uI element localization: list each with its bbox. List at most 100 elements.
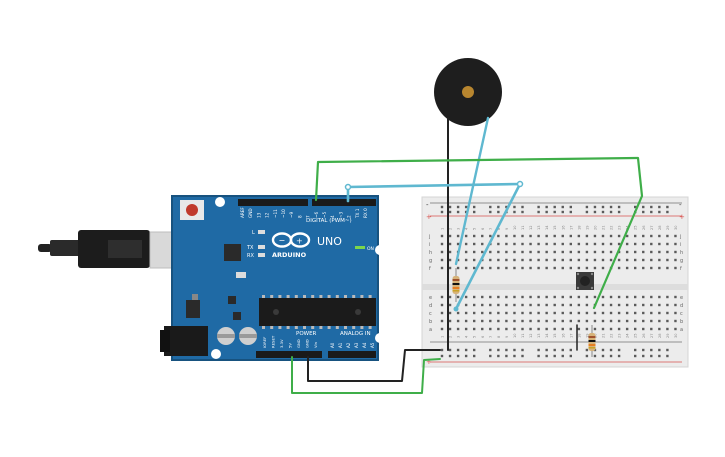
breadboard-hole: [473, 266, 476, 270]
breadboard-hole: [521, 258, 524, 262]
breadboard-body: [421, 196, 689, 368]
breadboard-hole: [650, 319, 653, 323]
reset-button-cap[interactable]: [186, 204, 198, 216]
breadboard-hole: [440, 327, 444, 331]
rail-hole: [561, 205, 564, 209]
breadboard-hole: [553, 266, 556, 270]
breadboard-hole: [601, 234, 605, 238]
analog-pin-label: A0: [330, 342, 335, 348]
digital-header-left: [238, 199, 308, 206]
breadboard-hole: [577, 295, 581, 299]
chip-pin: [352, 326, 356, 329]
chip-pin: [311, 295, 315, 298]
rail-hole: [464, 210, 468, 214]
rail-hole: [537, 205, 540, 209]
column-number: 5: [473, 336, 477, 338]
resistor-icon[interactable]: [588, 325, 596, 357]
small-chip: [228, 296, 236, 304]
breadboard-hole: [585, 327, 589, 331]
analog-label: ANALOG IN: [340, 331, 371, 337]
breadboard-hole: [505, 327, 508, 331]
chip-pin: [262, 295, 265, 298]
column-number: 17: [569, 225, 573, 230]
wire-cyan-pin3[interactable]: [346, 182, 522, 311]
breadboard-hole: [617, 319, 621, 323]
chip-pin: [303, 326, 306, 329]
rail-plus-label: +: [426, 213, 432, 221]
breadboard-hole: [569, 242, 572, 246]
breadboard-hole: [448, 250, 452, 254]
breadboard-hole: [440, 242, 444, 246]
breadboard-hole: [569, 319, 572, 323]
rail-hole: [497, 205, 500, 209]
breadboard-hole: [666, 258, 669, 262]
breadboard-hole: [642, 266, 645, 270]
wire-green-pin7[interactable]: [314, 156, 644, 310]
wire-bend-point: [344, 183, 352, 191]
breadboard-hole: [601, 295, 605, 299]
digital-pin-label: 13: [256, 212, 261, 218]
breadboard-hole: [609, 250, 613, 254]
digital-pin-label: ~5: [322, 211, 327, 218]
rail-hole: [593, 205, 597, 209]
breadboard-hole: [481, 327, 484, 331]
breadboard-hole: [537, 327, 540, 331]
breadboard-hole: [497, 303, 500, 307]
rail-hole: [650, 354, 653, 358]
rail-hole: [497, 348, 500, 352]
breadboard-hole: [456, 327, 460, 331]
row-letter: i: [680, 242, 681, 248]
chip-pin: [368, 295, 372, 298]
column-number: 24: [626, 333, 630, 338]
chip-pin: [262, 326, 265, 329]
breadboard-hole: [561, 250, 564, 254]
breadboard-hole: [537, 311, 540, 315]
breadboard-hole: [537, 242, 540, 246]
breadboard-hole: [674, 303, 677, 307]
breadboard-hole: [497, 266, 500, 270]
row-letter: i: [429, 242, 430, 248]
breadboard-hole: [634, 266, 637, 270]
breadboard-hole: [456, 234, 460, 238]
chip-pin: [368, 326, 372, 329]
power-jack[interactable]: [164, 326, 208, 356]
breadboard-hole: [561, 258, 564, 262]
breadboard-hole: [609, 311, 613, 315]
breadboard-hole: [593, 295, 597, 299]
chip-pin: [352, 295, 356, 298]
rail-hole: [650, 205, 653, 209]
breadboard-hole: [473, 234, 476, 238]
breadboard-hole: [473, 242, 476, 246]
breadboard-hole: [593, 258, 597, 262]
breadboard-hole: [464, 311, 468, 315]
pushbutton-icon[interactable]: [576, 272, 594, 290]
breadboard-hole: [650, 258, 653, 262]
rail-hole: [440, 210, 444, 214]
rail-hole: [634, 205, 637, 209]
breadboard-hole: [593, 234, 597, 238]
breadboard-hole: [642, 250, 645, 254]
rail-hole: [505, 354, 508, 358]
column-number: 20: [593, 225, 597, 230]
breadboard-hole: [593, 319, 597, 323]
resistor-icon[interactable]: [452, 268, 460, 302]
wire-green-5v[interactable]: [291, 356, 441, 394]
breadboard-hole: [674, 327, 677, 331]
piezo-buzzer-icon[interactable]: [434, 58, 502, 126]
rail-hole: [569, 205, 572, 209]
column-number: 14: [545, 333, 549, 338]
breadboard-hole: [666, 266, 669, 270]
column-number: 11: [521, 333, 525, 338]
analog-header: [328, 351, 376, 358]
column-number: 22: [610, 333, 614, 338]
rail-hole: [569, 354, 572, 358]
row-letter: b: [680, 319, 683, 325]
breadboard-hole: [440, 295, 444, 299]
row-letter: j: [679, 234, 681, 240]
wire-black-gnd[interactable]: [307, 349, 441, 382]
breadboard-hole: [481, 295, 484, 299]
buzzer-lead-cyan[interactable]: [454, 116, 490, 266]
